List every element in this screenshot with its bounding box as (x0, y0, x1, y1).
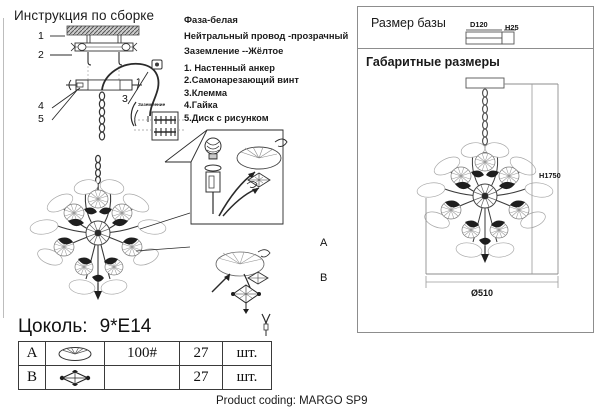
base-height-label: H25 (505, 23, 519, 32)
wiring-line-phase: Фаза-белая (184, 14, 238, 25)
row-icon-a (45, 341, 105, 366)
socket-heading: Цоколь: 9*E14 (18, 316, 151, 338)
wiring-line-ground: Заземление --Жёлтое (184, 45, 284, 56)
parts-legend-item-2: 2.Самонарезающий винт (184, 75, 299, 86)
wiring-line-neutral: Нейтральный провод -прозрачный (184, 29, 349, 41)
left-margin-rule (3, 18, 4, 318)
callout-2: 2 (38, 49, 44, 61)
assembly-diagram (30, 22, 200, 162)
bulb-install-detail-inset (163, 128, 291, 228)
dimensions-panel (357, 6, 594, 333)
row-key-b: B (18, 365, 46, 390)
callout-3: 3 (122, 93, 128, 105)
socket-value: 9*E14 (99, 316, 152, 337)
overall-dimension-drawing (408, 77, 578, 310)
detail-element-b-bead (228, 280, 268, 314)
panel-divider (358, 48, 593, 49)
parts-legend-item-1: 1. Настенный анкер (184, 63, 275, 73)
callout-letter-a: A (320, 237, 328, 249)
row-unit-b: шт. (222, 365, 272, 390)
base-size-title: Размер базы (371, 16, 446, 30)
bulb-icon (258, 312, 274, 338)
row-code-a: 100# (104, 341, 180, 366)
product-coding-text: Product coding: MARGO SP9 (216, 395, 368, 407)
callout-5: 5 (38, 113, 44, 125)
chandelier-illustration-main (14, 154, 191, 305)
overall-size-title: Габаритные размеры (366, 55, 500, 69)
row-key-a: A (18, 341, 46, 366)
overall-diameter-label: Ø510 (471, 288, 494, 298)
detail-element-a-fan-disc (196, 248, 282, 294)
wiring-legend: Фаза-белая Нейтральный провод -прозрачны… (184, 12, 354, 59)
row-qty-b: 27 (179, 365, 223, 390)
overall-height-label: H1750 (539, 171, 561, 180)
parts-legend-item-5: 5.Диск с рисунком (184, 112, 269, 123)
row-unit-a: шт. (222, 341, 272, 366)
socket-label: Цоколь: (18, 316, 88, 337)
parts-legend-list: 1. Настенный анкер 2.Самонарезающий винт… (184, 62, 354, 124)
row-qty-a: 27 (179, 341, 223, 366)
callout-letter-b: B (320, 272, 328, 284)
grounding-label: Заземление (138, 102, 166, 107)
base-diameter-label: D120 (470, 20, 488, 29)
table-row: B 27 шт. (18, 365, 272, 390)
parts-legend-item-3: 3.Клемма (184, 87, 228, 98)
row-code-b (104, 365, 180, 390)
callout-4: 4 (38, 100, 44, 112)
parts-legend-item-4: 4.Гайка (184, 100, 218, 111)
parts-table: A 100# 27 шт. B (18, 341, 272, 390)
page-title: Инструкция по сборке (14, 8, 155, 23)
grounding-terminal-detail (128, 100, 190, 152)
table-row: A 100# 27 шт. (18, 341, 272, 366)
base-size-sketch (464, 24, 526, 48)
callout-1: 1 (38, 30, 44, 42)
row-icon-b (45, 365, 105, 390)
